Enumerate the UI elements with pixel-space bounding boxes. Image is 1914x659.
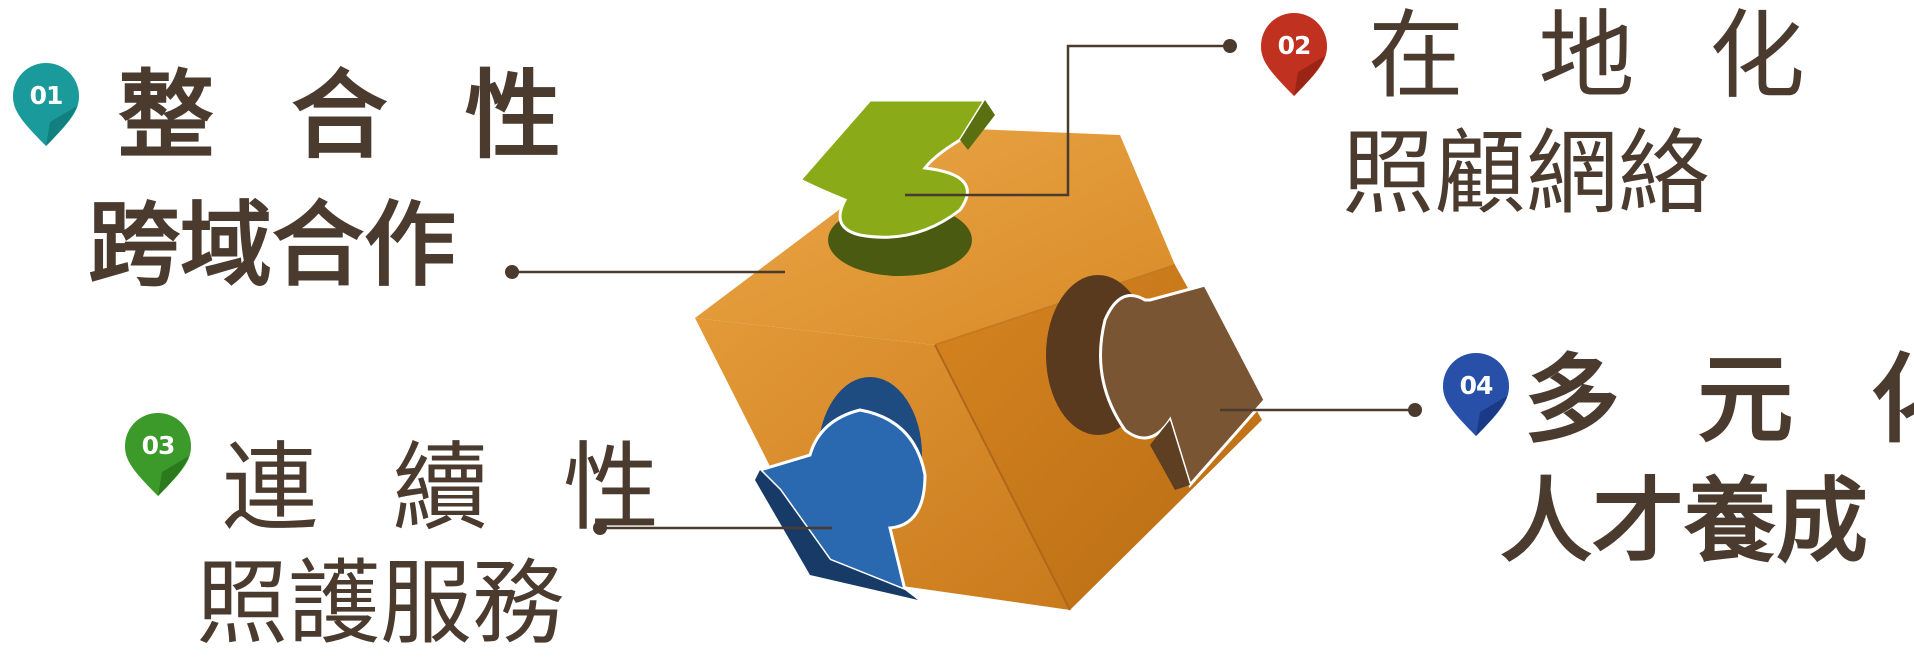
pin-01-icon: 01 [10,62,82,148]
item-04-subtitle: 人才養成 [1500,476,1868,568]
pin-03-number: 03 [122,431,194,460]
pin-02-icon: 02 [1258,12,1330,98]
connector-dot-02 [1223,39,1237,53]
connector-dot-01 [505,265,519,279]
item-02-title: 在 地 化 [1368,8,1827,104]
pin-04-number: 04 [1440,371,1512,400]
pin-02-number: 02 [1258,31,1330,60]
item-03-subtitle: 照護服務 [196,558,564,650]
pin-04-icon: 04 [1440,352,1512,438]
item-01-title: 整 合 性 [118,68,583,164]
item-03-title: 連 續 性 [222,440,681,536]
item-02-subtitle: 照顧網絡 [1342,128,1710,220]
item-04-title: 多 元 化 [1524,352,1914,448]
pin-01-number: 01 [10,81,82,110]
item-01-subtitle: 跨域合作 [88,200,456,292]
pin-03-icon: 03 [122,412,194,498]
connector-dot-04 [1408,403,1422,417]
